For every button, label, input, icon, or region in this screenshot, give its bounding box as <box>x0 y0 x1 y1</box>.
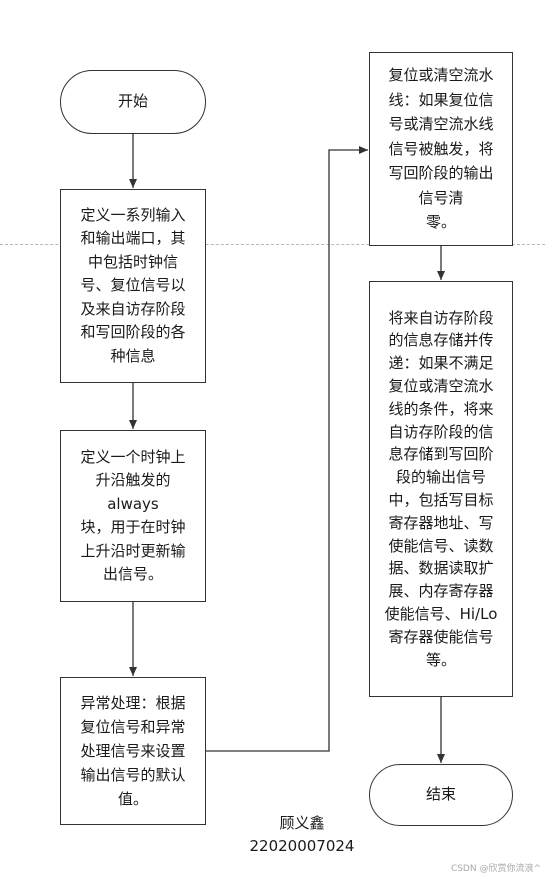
author-name: 顾义鑫 <box>279 814 325 832</box>
reset-flush-step: 复位或清空流水 线：如果复位信 号或清空流水线 信号被触发，将 写回阶段的输出 … <box>369 52 513 246</box>
exception-handling-step: 异常处理：根据 复位信号和异常 处理信号来设置 输出信号的默认 值。 <box>60 677 206 825</box>
author-id: 22020007024 <box>249 837 355 855</box>
page-break-line <box>0 244 545 245</box>
end-terminal: 结束 <box>369 764 513 826</box>
clock-always-block-step: 定义一个时钟上 升沿触发的 always 块，用于在时钟 上升沿时更新输 出信号… <box>60 430 206 602</box>
start-terminal: 开始 <box>60 70 206 134</box>
arrow-exception-to-reset <box>206 146 368 752</box>
store-pass-info-step: 将来自访存阶段 的信息存储并传 递：如果不满足 复位或清空流水 线的条件，将来 … <box>369 281 513 697</box>
watermark: CSDN @欣赏你流浪^ <box>450 864 541 874</box>
define-ports-step: 定义一系列输入 和输出端口，其 中包括时钟信 号、复位信号以 及来自访存阶段 和… <box>60 189 206 383</box>
